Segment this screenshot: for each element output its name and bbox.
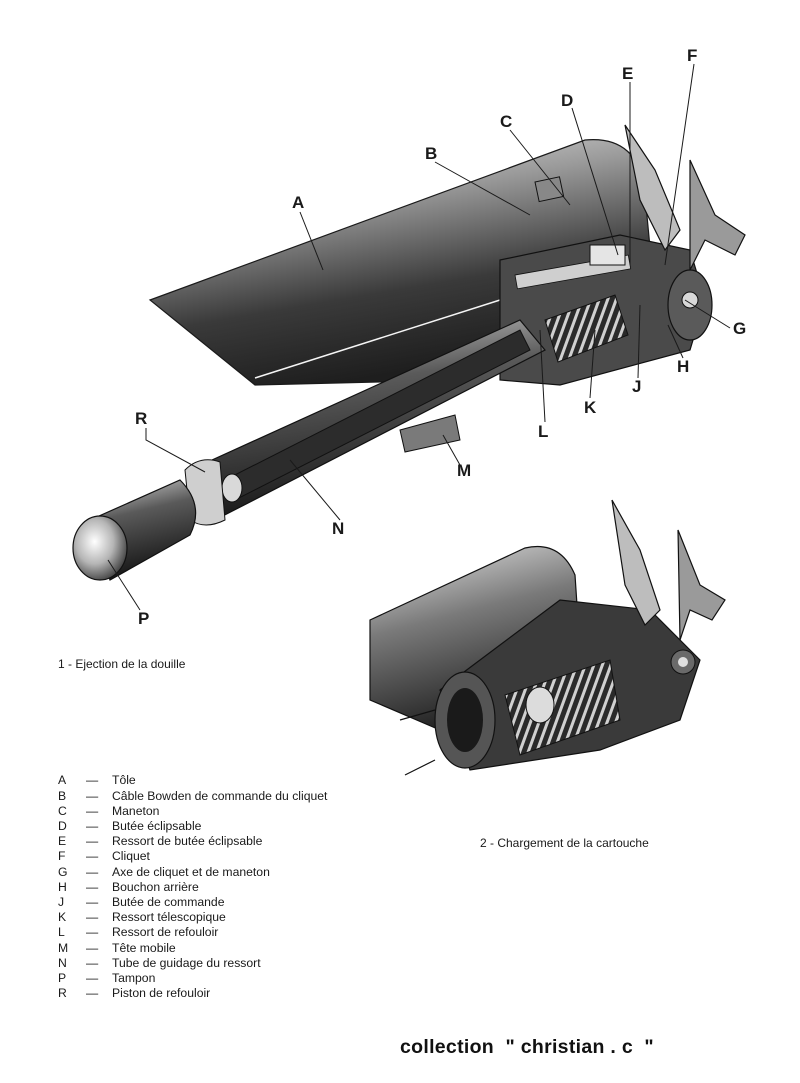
legend-row: A — Tôle — [58, 773, 398, 788]
callout-k: K — [584, 398, 597, 417]
legend-description: Piston de refouloir — [112, 986, 211, 1001]
legend-key: F — [58, 849, 66, 864]
callout-r: R — [135, 409, 148, 428]
legend-description: Axe de cliquet et de maneton — [112, 864, 270, 879]
callout-l: L — [538, 422, 549, 441]
legend-key: L — [58, 925, 65, 940]
moving-head — [399, 414, 461, 453]
legend-row: P — Tampon — [58, 970, 398, 985]
legend-description: Ressort télescopique — [112, 910, 226, 925]
legend-dash: — — [86, 879, 99, 894]
legend-row: L — Ressort de refouloir — [58, 925, 398, 940]
legend-row: N — Tube de guidage du ressort — [58, 955, 398, 970]
legend-dash: — — [86, 970, 99, 985]
legend-row: J — Butée de commande — [58, 895, 398, 910]
figure-1-assembly — [72, 124, 746, 581]
collection-watermark: collection " christian . c " — [400, 1036, 654, 1058]
telescopic-spring — [544, 294, 629, 363]
legend-description: Butée éclipsable — [112, 819, 202, 834]
callout-n: N — [332, 519, 345, 538]
legend-row: K — Ressort télescopique — [58, 910, 398, 925]
figure-2-assembly — [369, 499, 726, 776]
callout-a: A — [292, 193, 305, 212]
legend-description: Cliquet — [112, 849, 150, 864]
callout-c: C — [500, 112, 513, 131]
legend-key: M — [58, 940, 69, 955]
figure-1-caption: 1 - Ejection de la douille — [58, 657, 186, 671]
legend-description: Ressort de refouloir — [112, 925, 219, 940]
legend-key: H — [58, 879, 67, 894]
callout-f: F — [687, 46, 698, 65]
legend-row: D — Butée éclipsable — [58, 819, 398, 834]
legend-key: G — [58, 864, 68, 879]
legend-dash: — — [86, 834, 99, 849]
legend-description: Butée de commande — [112, 894, 225, 909]
legend-dash: — — [86, 986, 99, 1001]
legend-dash: — — [86, 925, 99, 940]
legend-dash: — — [86, 773, 99, 788]
figure-2-caption: 2 - Chargement de la cartouche — [480, 836, 649, 850]
legend-dash: — — [86, 910, 99, 925]
pawl-lever-2 — [611, 499, 661, 627]
callout-p: P — [138, 609, 150, 628]
legend-row: F — Cliquet — [58, 849, 398, 864]
legend-dash: — — [86, 788, 99, 803]
legend-key: N — [58, 955, 67, 970]
legend-description: Câble Bowden de commande du cliquet — [112, 788, 328, 803]
callout-b: B — [425, 144, 438, 163]
callout-j: J — [632, 377, 642, 396]
legend-row: B — Câble Bowden de commande du cliquet — [58, 788, 398, 803]
telescopic-spring-2 — [504, 659, 621, 756]
buffer-cap — [72, 515, 128, 581]
callout-d: D — [561, 91, 574, 110]
legend-key: B — [58, 788, 67, 803]
legend-key: J — [58, 894, 65, 909]
legend-key: E — [58, 834, 67, 849]
legend-dash: — — [86, 864, 99, 879]
legend-dash: — — [86, 955, 99, 970]
legend-dash: — — [86, 940, 99, 955]
pawl-lever — [624, 124, 681, 252]
legend-description: Bouchon arrière — [112, 879, 199, 894]
legend-row: R — Piston de refouloir — [58, 986, 398, 1001]
legend-description: Tube de guidage du ressort — [112, 955, 261, 970]
catch-block — [589, 244, 626, 266]
legend-description: Tôle — [112, 773, 136, 788]
legend-dash: — — [86, 819, 99, 834]
legend-key: K — [58, 910, 67, 925]
legend-description: Tête mobile — [112, 940, 176, 955]
legend-description: Tampon — [112, 970, 156, 985]
legend-description: Ressort de butée éclipsable — [112, 834, 263, 849]
legend-row: M — Tête mobile — [58, 940, 398, 955]
legend-description: Maneton — [112, 803, 160, 818]
callout-h: H — [677, 357, 690, 376]
leader-lines — [107, 63, 731, 611]
legend-dash: — — [86, 894, 99, 909]
legend-row: E — Ressort de butée éclipsable — [58, 834, 398, 849]
callout-m: M — [457, 461, 472, 480]
callout-e: E — [622, 64, 634, 83]
legend-row: G — Axe de cliquet et de maneton — [58, 864, 398, 879]
legend-key: P — [58, 970, 67, 985]
legend-dash: — — [86, 849, 99, 864]
legend-row: C — Maneton — [58, 803, 398, 818]
legend-key: C — [58, 803, 67, 818]
callout-g: G — [733, 319, 747, 338]
crank-block — [534, 176, 565, 203]
legend-key: A — [58, 773, 67, 788]
legend-row: H — Bouchon arrière — [58, 879, 398, 894]
legend-dash: — — [86, 803, 99, 818]
legend-key: R — [58, 986, 67, 1001]
legend-key: D — [58, 819, 67, 834]
